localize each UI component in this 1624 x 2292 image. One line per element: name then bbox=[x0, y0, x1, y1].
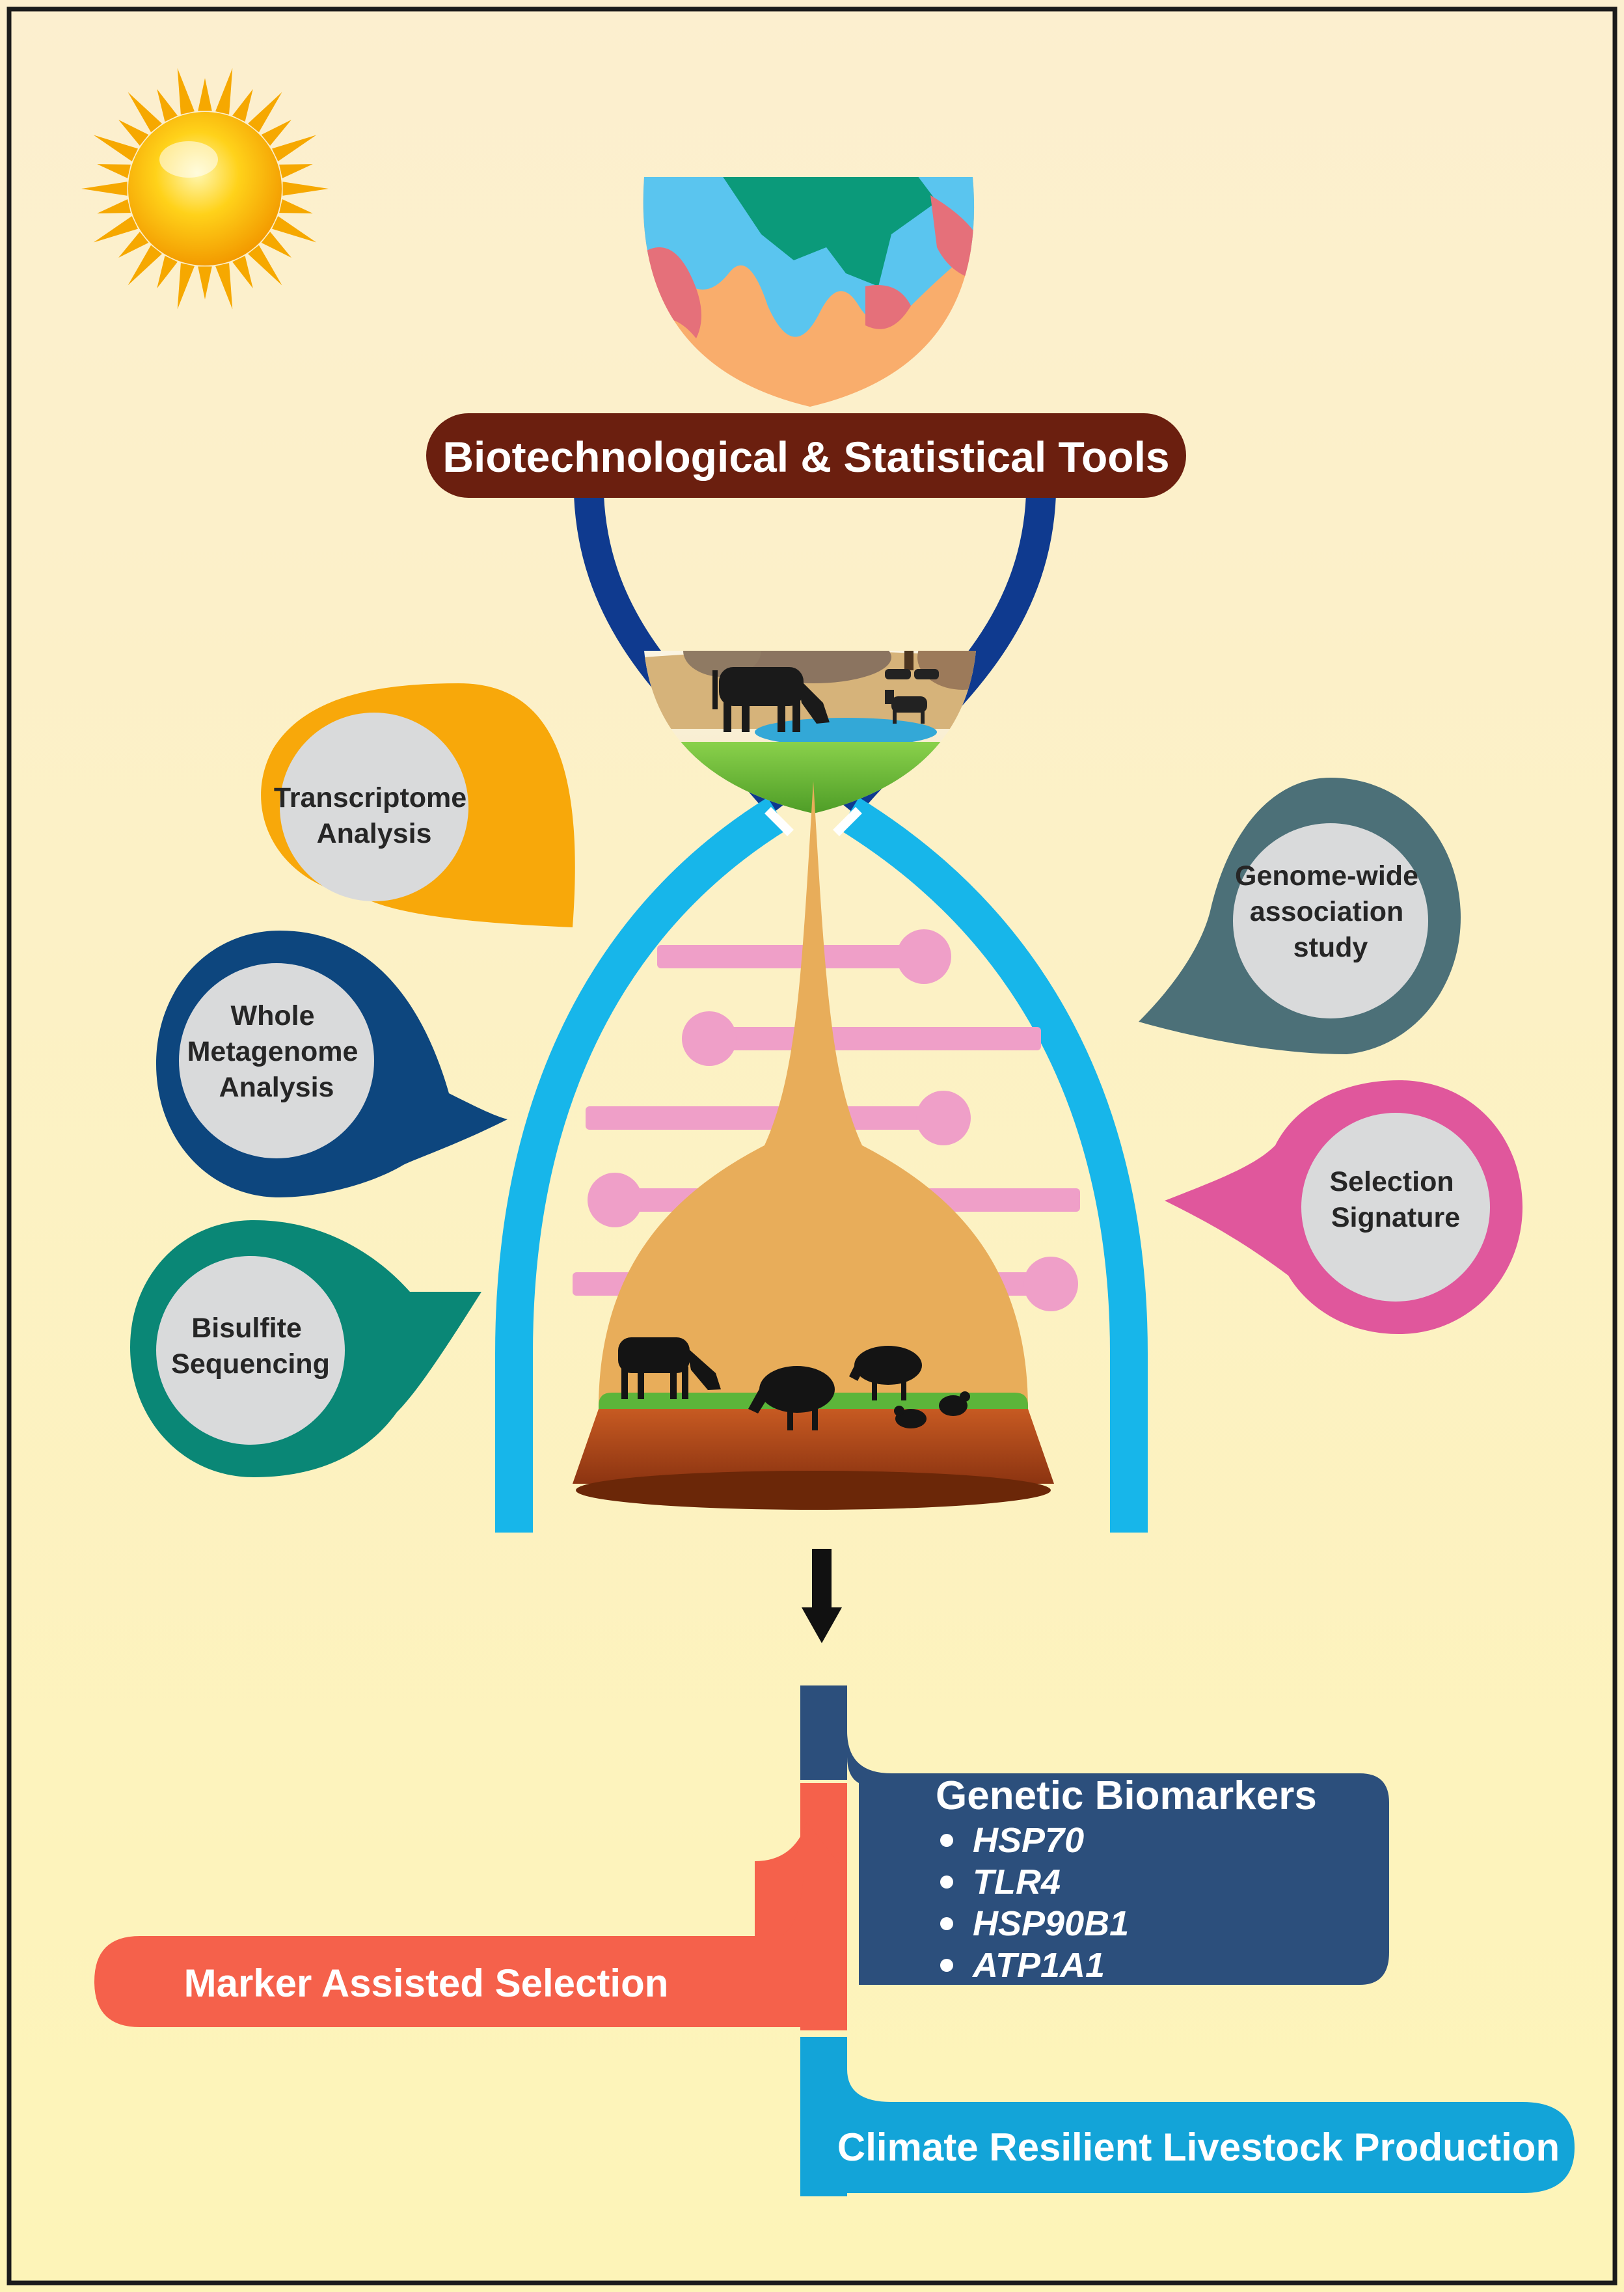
bisulfite-label: Bisulfite Sequencing bbox=[171, 1313, 330, 1380]
transcriptome-label: Transcriptome Analysis bbox=[274, 782, 474, 849]
sun-ray bbox=[279, 164, 313, 178]
sun-ray bbox=[261, 120, 291, 146]
sun-ray bbox=[177, 263, 195, 310]
bullet-icon bbox=[940, 1876, 953, 1889]
gene-hsp70: HSP70 bbox=[973, 1821, 1084, 1860]
sun-ray bbox=[232, 89, 253, 122]
mas-banner: Marker Assisted Selection bbox=[94, 1783, 847, 2030]
bullet-icon bbox=[940, 1917, 953, 1930]
climate-label: Climate Resilient Livestock Production bbox=[837, 2125, 1560, 2169]
sun-ray bbox=[198, 266, 212, 299]
gene-list: HSP70 TLR4 HSP90B1 ATP1A1 bbox=[940, 1821, 1129, 1985]
gene-hsp90b1: HSP90B1 bbox=[973, 1904, 1129, 1943]
sun-ray bbox=[157, 89, 178, 122]
page-title: Biotechnological & Statistical Tools bbox=[442, 433, 1169, 481]
sun-ray bbox=[97, 199, 131, 213]
bullet-icon bbox=[940, 1834, 953, 1847]
biomarker-panel: Genetic Biomarkers HSP70 TLR4 HSP90B1 AT… bbox=[800, 1685, 1389, 1985]
biomarker-heading: Genetic Biomarkers bbox=[936, 1773, 1317, 1818]
down-arrow-icon bbox=[802, 1549, 842, 1643]
gwas-label: Genome-wide association study bbox=[1235, 860, 1426, 963]
sun-ray bbox=[128, 92, 162, 133]
livestock-silhouettes bbox=[618, 1337, 970, 1430]
sun-ray bbox=[232, 255, 253, 289]
sun-ray bbox=[215, 263, 233, 310]
sun-ray bbox=[215, 68, 233, 115]
sun-ray bbox=[198, 78, 212, 111]
sun-ray bbox=[81, 182, 128, 196]
mas-label: Marker Assisted Selection bbox=[184, 1961, 669, 2005]
sun-ray bbox=[118, 120, 149, 146]
metagenome-bubble: Whole Metagenome Analysis bbox=[156, 931, 508, 1197]
sun-ray bbox=[118, 232, 149, 258]
sun-ray bbox=[97, 164, 131, 178]
bullet-icon bbox=[940, 1959, 953, 1972]
sun-ray bbox=[271, 135, 317, 161]
sun-ray bbox=[248, 245, 282, 286]
sun-ray bbox=[279, 199, 313, 213]
sun-ray bbox=[261, 232, 291, 258]
transcriptome-bubble: Transcriptome Analysis bbox=[261, 683, 575, 927]
title-banner: Biotechnological & Statistical Tools bbox=[426, 413, 1186, 498]
bisulfite-bubble: Bisulfite Sequencing bbox=[130, 1220, 481, 1477]
page-border bbox=[7, 7, 1617, 2285]
sun-ray bbox=[157, 255, 178, 289]
metagenome-label: Whole Metagenome Analysis bbox=[187, 1000, 366, 1103]
climate-banner: Climate Resilient Livestock Production bbox=[800, 2037, 1575, 2196]
sun-ray bbox=[128, 245, 162, 286]
sun-ray bbox=[282, 182, 329, 196]
sun-ray bbox=[177, 68, 195, 115]
flask-shape bbox=[573, 781, 1054, 1510]
gene-tlr4: TLR4 bbox=[973, 1862, 1061, 1902]
sun-ray bbox=[93, 216, 139, 243]
sun-ray bbox=[248, 92, 282, 133]
gene-atp1a1: ATP1A1 bbox=[971, 1946, 1105, 1985]
gwas-bubble: Genome-wide association study bbox=[1139, 778, 1461, 1054]
sun-ray bbox=[93, 135, 139, 161]
sun-ray bbox=[271, 216, 317, 243]
sun-icon bbox=[81, 68, 329, 310]
selection-bubble: Selection Signature bbox=[1165, 1080, 1522, 1334]
selection-label: Selection Signature bbox=[1329, 1166, 1461, 1233]
